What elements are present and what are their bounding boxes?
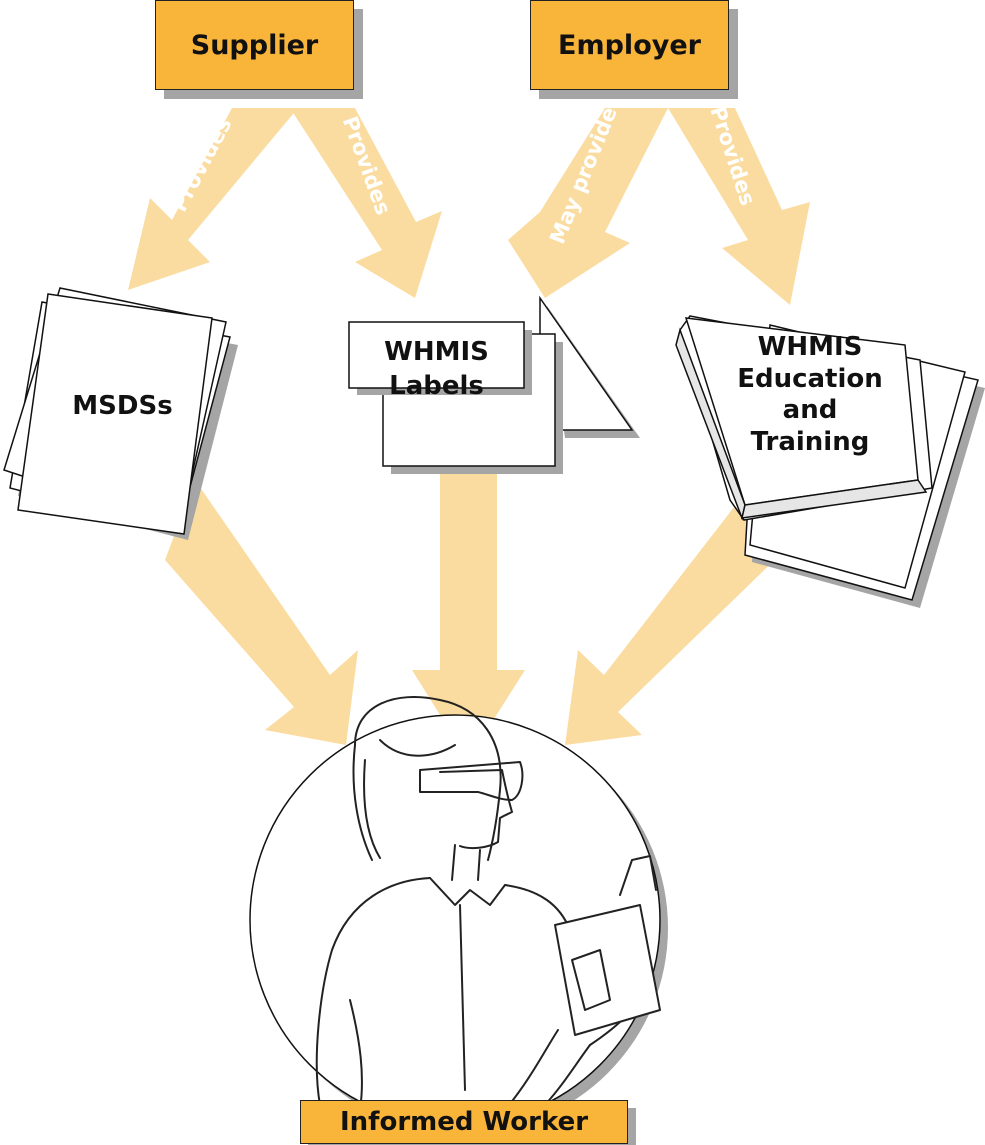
- informed-worker-box: Informed Worker: [300, 1100, 628, 1144]
- informed-worker-label: Informed Worker: [339, 1107, 589, 1137]
- arrow-training-to-worker: [565, 480, 790, 745]
- worker-illustration: [315, 696, 661, 1111]
- labels-stack: [348, 295, 640, 474]
- training-label: WHMIS Education and Training: [725, 332, 895, 459]
- arrow-supplier-to-labels: [290, 108, 442, 298]
- arrow-employer-to-training: [668, 108, 810, 305]
- arrow-msds-to-worker: [165, 480, 358, 745]
- training-line-4: Training: [750, 427, 870, 458]
- msds-label: MSDSs: [30, 390, 215, 423]
- training-line-1: WHMIS: [757, 332, 863, 362]
- msds-text: MSDSs: [72, 391, 173, 421]
- labels-line-1: WHMIS: [384, 337, 489, 367]
- labels-label: WHMIS Labels: [349, 336, 524, 404]
- msds-stack: [3, 287, 238, 540]
- training-line-2: Education: [737, 363, 883, 394]
- arrow-labels-to-worker: [412, 470, 525, 760]
- employer-label: Employer: [558, 29, 701, 61]
- training-book: [675, 315, 985, 608]
- arrow-employer-to-labels: [508, 108, 668, 298]
- training-line-3: and: [782, 395, 838, 426]
- supplier-box: Supplier: [155, 0, 354, 90]
- employer-box: Employer: [530, 0, 729, 90]
- arrow-supplier-to-msds: [128, 108, 298, 290]
- supplier-label: Supplier: [190, 29, 319, 61]
- labels-line-2: Labels: [389, 370, 484, 401]
